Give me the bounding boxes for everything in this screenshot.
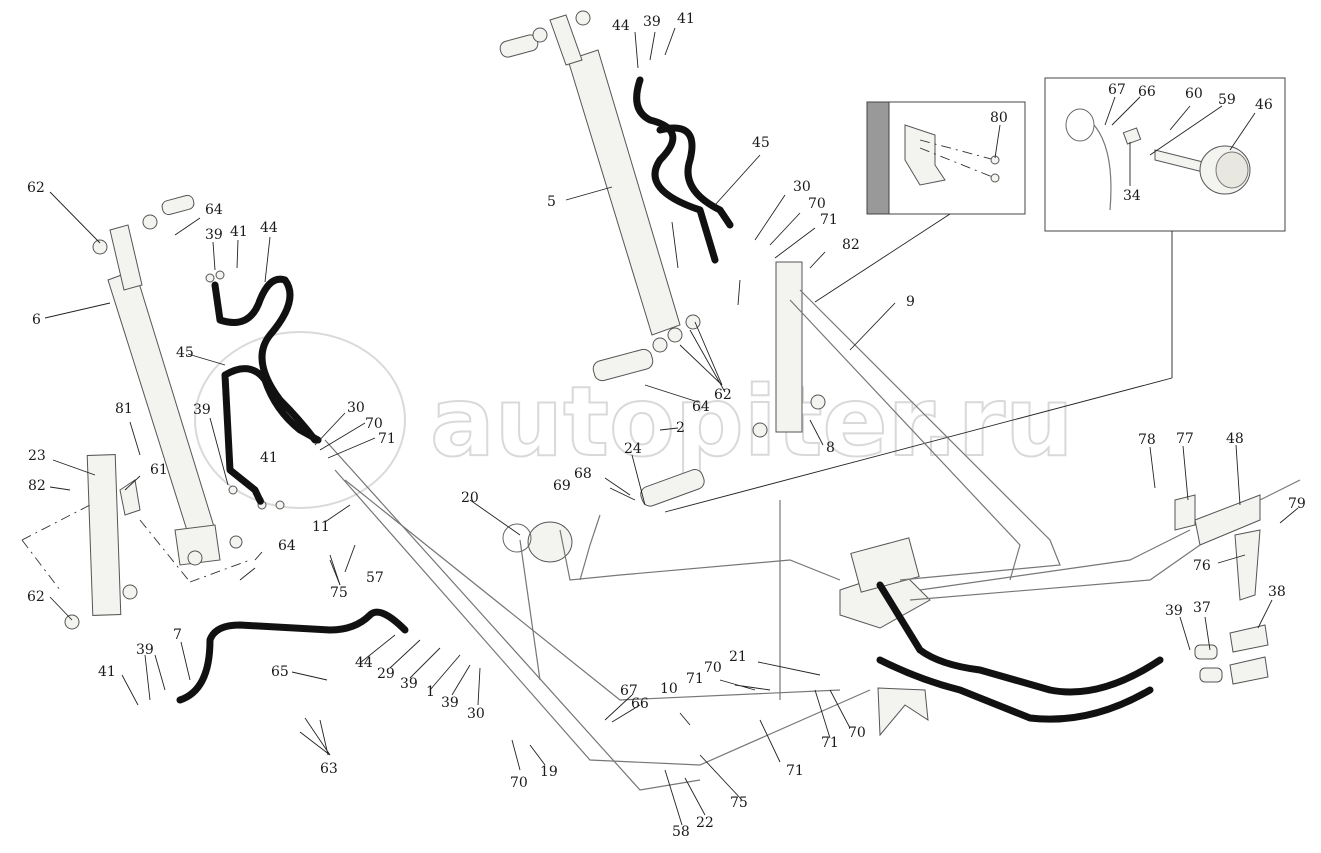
callout: 41 (677, 11, 695, 27)
callout: 39 (441, 695, 459, 711)
callouts: 44 39 41 45 5 30 70 71 82 9 80 67 66 60 … (27, 11, 1306, 840)
callout: 44 (260, 220, 278, 236)
callout: 78 (1138, 432, 1156, 448)
callout: 34 (1123, 188, 1141, 204)
callout: 39 (205, 227, 223, 243)
pipes (324, 289, 1301, 791)
callout: 63 (320, 761, 338, 777)
callout: 41 (260, 450, 278, 466)
callout: 62 (27, 180, 45, 196)
callout: 39 (400, 676, 418, 692)
callout: 68 (574, 466, 592, 482)
callout: 7 (173, 627, 182, 643)
callout: 62 (714, 387, 732, 403)
callout: 64 (692, 399, 710, 415)
callout: 71 (786, 763, 804, 779)
leader-lines (44, 27, 1299, 826)
callout: 1 (426, 684, 435, 700)
inset-lamp (1044, 77, 1286, 232)
callout: 70 (704, 660, 722, 676)
callout: 30 (347, 400, 365, 416)
inset-bracket (866, 101, 1026, 215)
watermark: autopiter.ru (194, 331, 1074, 509)
callout: 37 (1193, 600, 1211, 616)
callout: 2 (676, 420, 685, 436)
callout: 57 (366, 570, 384, 586)
callout: 71 (820, 212, 838, 228)
callout: 61 (150, 462, 168, 478)
callout: 29 (377, 666, 395, 682)
callout: 67 (1108, 82, 1126, 98)
watermark-text: autopiter.ru (430, 366, 1073, 478)
callout: 39 (136, 642, 154, 658)
callout: 75 (730, 795, 748, 811)
callout: 45 (176, 345, 194, 361)
callout: 48 (1226, 431, 1244, 447)
callout: 76 (1193, 558, 1211, 574)
callout: 44 (612, 18, 630, 34)
callout: 67 (620, 683, 638, 699)
callout: 24 (624, 441, 642, 457)
callout: 5 (547, 194, 556, 210)
callout: 22 (696, 815, 714, 831)
callout: 66 (631, 696, 649, 712)
callout: 71 (378, 431, 396, 447)
callout: 23 (28, 448, 46, 464)
callout: 10 (660, 681, 678, 697)
callout: 41 (230, 224, 248, 240)
callout: 70 (365, 416, 383, 432)
callout: 79 (1288, 496, 1306, 512)
callout: 70 (808, 196, 826, 212)
center-cylinder (499, 10, 826, 563)
callout: 64 (278, 538, 296, 554)
callout: 77 (1176, 431, 1194, 447)
callout: 39 (643, 14, 661, 30)
callout: 11 (312, 519, 330, 535)
callout: 44 (355, 655, 373, 671)
callout: 62 (27, 589, 45, 605)
callout: 19 (540, 764, 558, 780)
callout: 66 (1138, 84, 1156, 100)
callout: 81 (115, 401, 133, 417)
callout: 6 (32, 312, 41, 328)
callout: 70 (510, 775, 528, 791)
callout: 69 (553, 478, 571, 494)
callout: 71 (821, 735, 839, 751)
callout: 30 (467, 706, 485, 722)
callout: 82 (842, 237, 860, 253)
left-cylinder (21, 194, 285, 630)
callout: 41 (98, 664, 116, 680)
callout: 59 (1218, 92, 1236, 108)
callout: 30 (793, 179, 811, 195)
hoses (176, 76, 1164, 723)
callout: 8 (826, 440, 835, 456)
callout: 9 (906, 294, 915, 310)
callout: 39 (193, 402, 211, 418)
callout: 80 (990, 110, 1008, 126)
callout: 39 (1165, 603, 1183, 619)
callout: 60 (1185, 86, 1203, 102)
callout: 58 (672, 824, 690, 840)
callout: 65 (271, 664, 289, 680)
callout: 70 (848, 725, 866, 741)
callout: 46 (1255, 97, 1273, 113)
callout: 21 (729, 649, 747, 665)
callout: 64 (205, 202, 223, 218)
callout: 71 (686, 671, 704, 687)
callout: 20 (461, 490, 479, 506)
callout: 75 (330, 585, 348, 601)
callout: 82 (28, 478, 46, 494)
callout: 45 (752, 135, 770, 151)
callout: 38 (1268, 584, 1286, 600)
